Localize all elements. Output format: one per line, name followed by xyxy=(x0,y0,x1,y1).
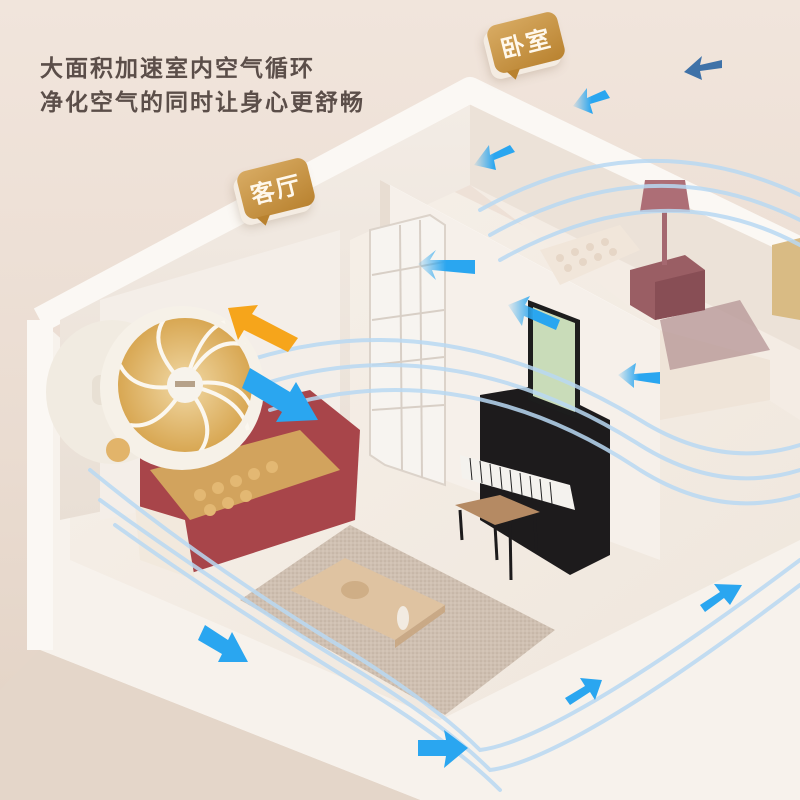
orange-airflow-arrow-icon xyxy=(228,305,298,352)
blue-airflow-arrow-icon xyxy=(242,368,318,422)
headline-line-1: 大面积加速室内空气循环 xyxy=(40,56,315,82)
headline-line-2: 净化空气的同时让身心更舒畅 xyxy=(40,90,365,116)
headline: 大面积加速室内空气循环 净化空气的同时让身心更舒畅 xyxy=(40,52,365,120)
circulation-fan-icon xyxy=(46,306,264,470)
